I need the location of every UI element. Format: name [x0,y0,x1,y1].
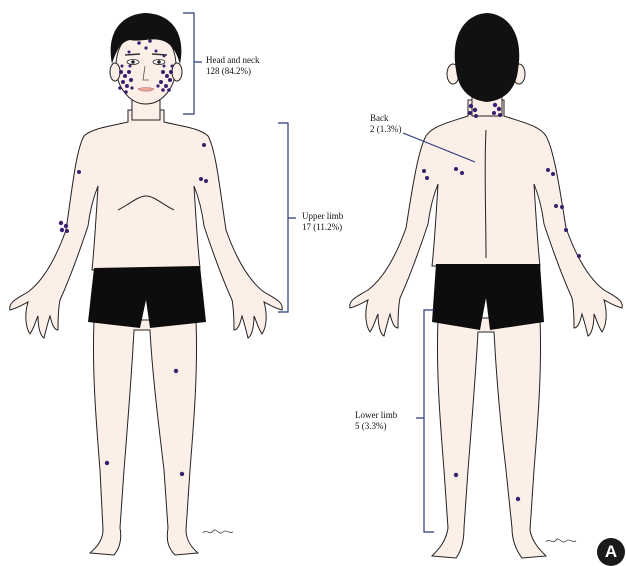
front-signature [203,530,233,533]
lower-limb-value: 5 (3.3%) [355,421,387,431]
lower-limb-bracket [416,310,434,532]
front-shorts [88,266,206,328]
upper-limb-value: 17 (11.2%) [302,222,342,232]
lower-limb-label: Lower limb [355,410,398,420]
panel-label-badge: A [597,538,625,566]
head-neck-label: Head and neck [206,55,260,65]
upper-limb-bracket [278,123,296,312]
front-figure [10,13,283,555]
back-figure [350,13,623,558]
front-legs [90,320,198,555]
front-torso [10,110,283,338]
back-label: Back [370,113,389,123]
back-signature [546,539,576,542]
back-hair [455,13,520,102]
head-neck-bracket [183,13,202,114]
upper-limb-label: Upper limb [302,211,344,221]
back-legs [432,318,546,558]
back-value: 2 (1.3%) [370,124,402,134]
head-neck-value: 128 (84.2%) [206,66,251,76]
